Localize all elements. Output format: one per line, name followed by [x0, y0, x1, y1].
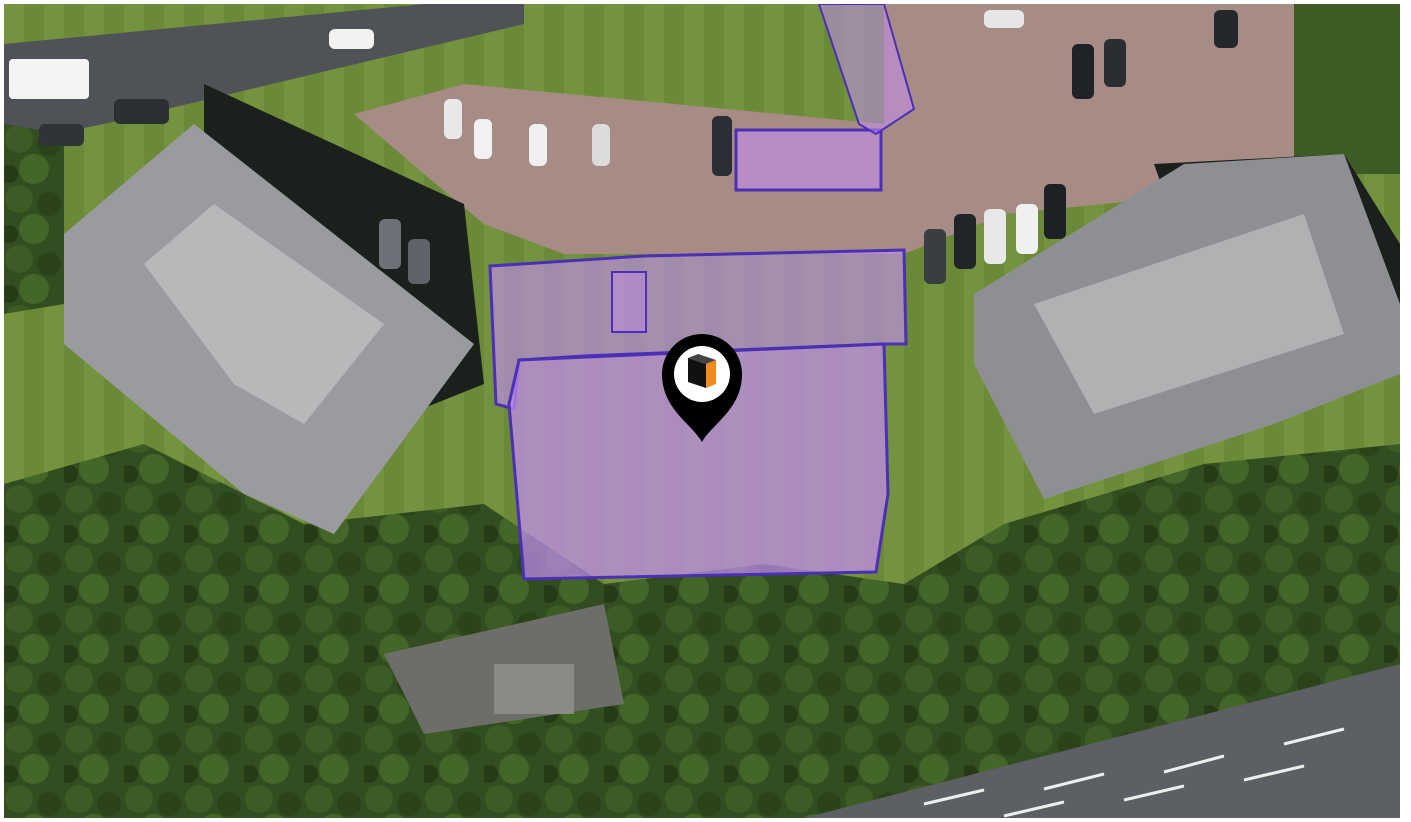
- building-left-roof: [144, 204, 384, 424]
- tree-cover-left: [4, 124, 64, 314]
- highlight-main-building[interactable]: [507, 342, 890, 581]
- road-markings: [923, 727, 1345, 818]
- grass-strip-right: [1294, 4, 1400, 174]
- location-marker[interactable]: [662, 334, 742, 442]
- highlighted-areas[interactable]: [488, 4, 916, 581]
- highlight-parking-bay[interactable]: [734, 128, 883, 192]
- satellite-map[interactable]: [4, 4, 1400, 818]
- building-right-roof: [1034, 214, 1344, 414]
- building-bottom-inner: [494, 664, 574, 714]
- parked-cars: [9, 10, 1238, 284]
- tree-cover-bottom: [4, 444, 1400, 818]
- map-canvas: [4, 4, 1400, 818]
- building-logo-icon: [688, 354, 716, 388]
- highlight-access-path[interactable]: [817, 4, 916, 136]
- highlight-small-inner[interactable]: [611, 271, 647, 333]
